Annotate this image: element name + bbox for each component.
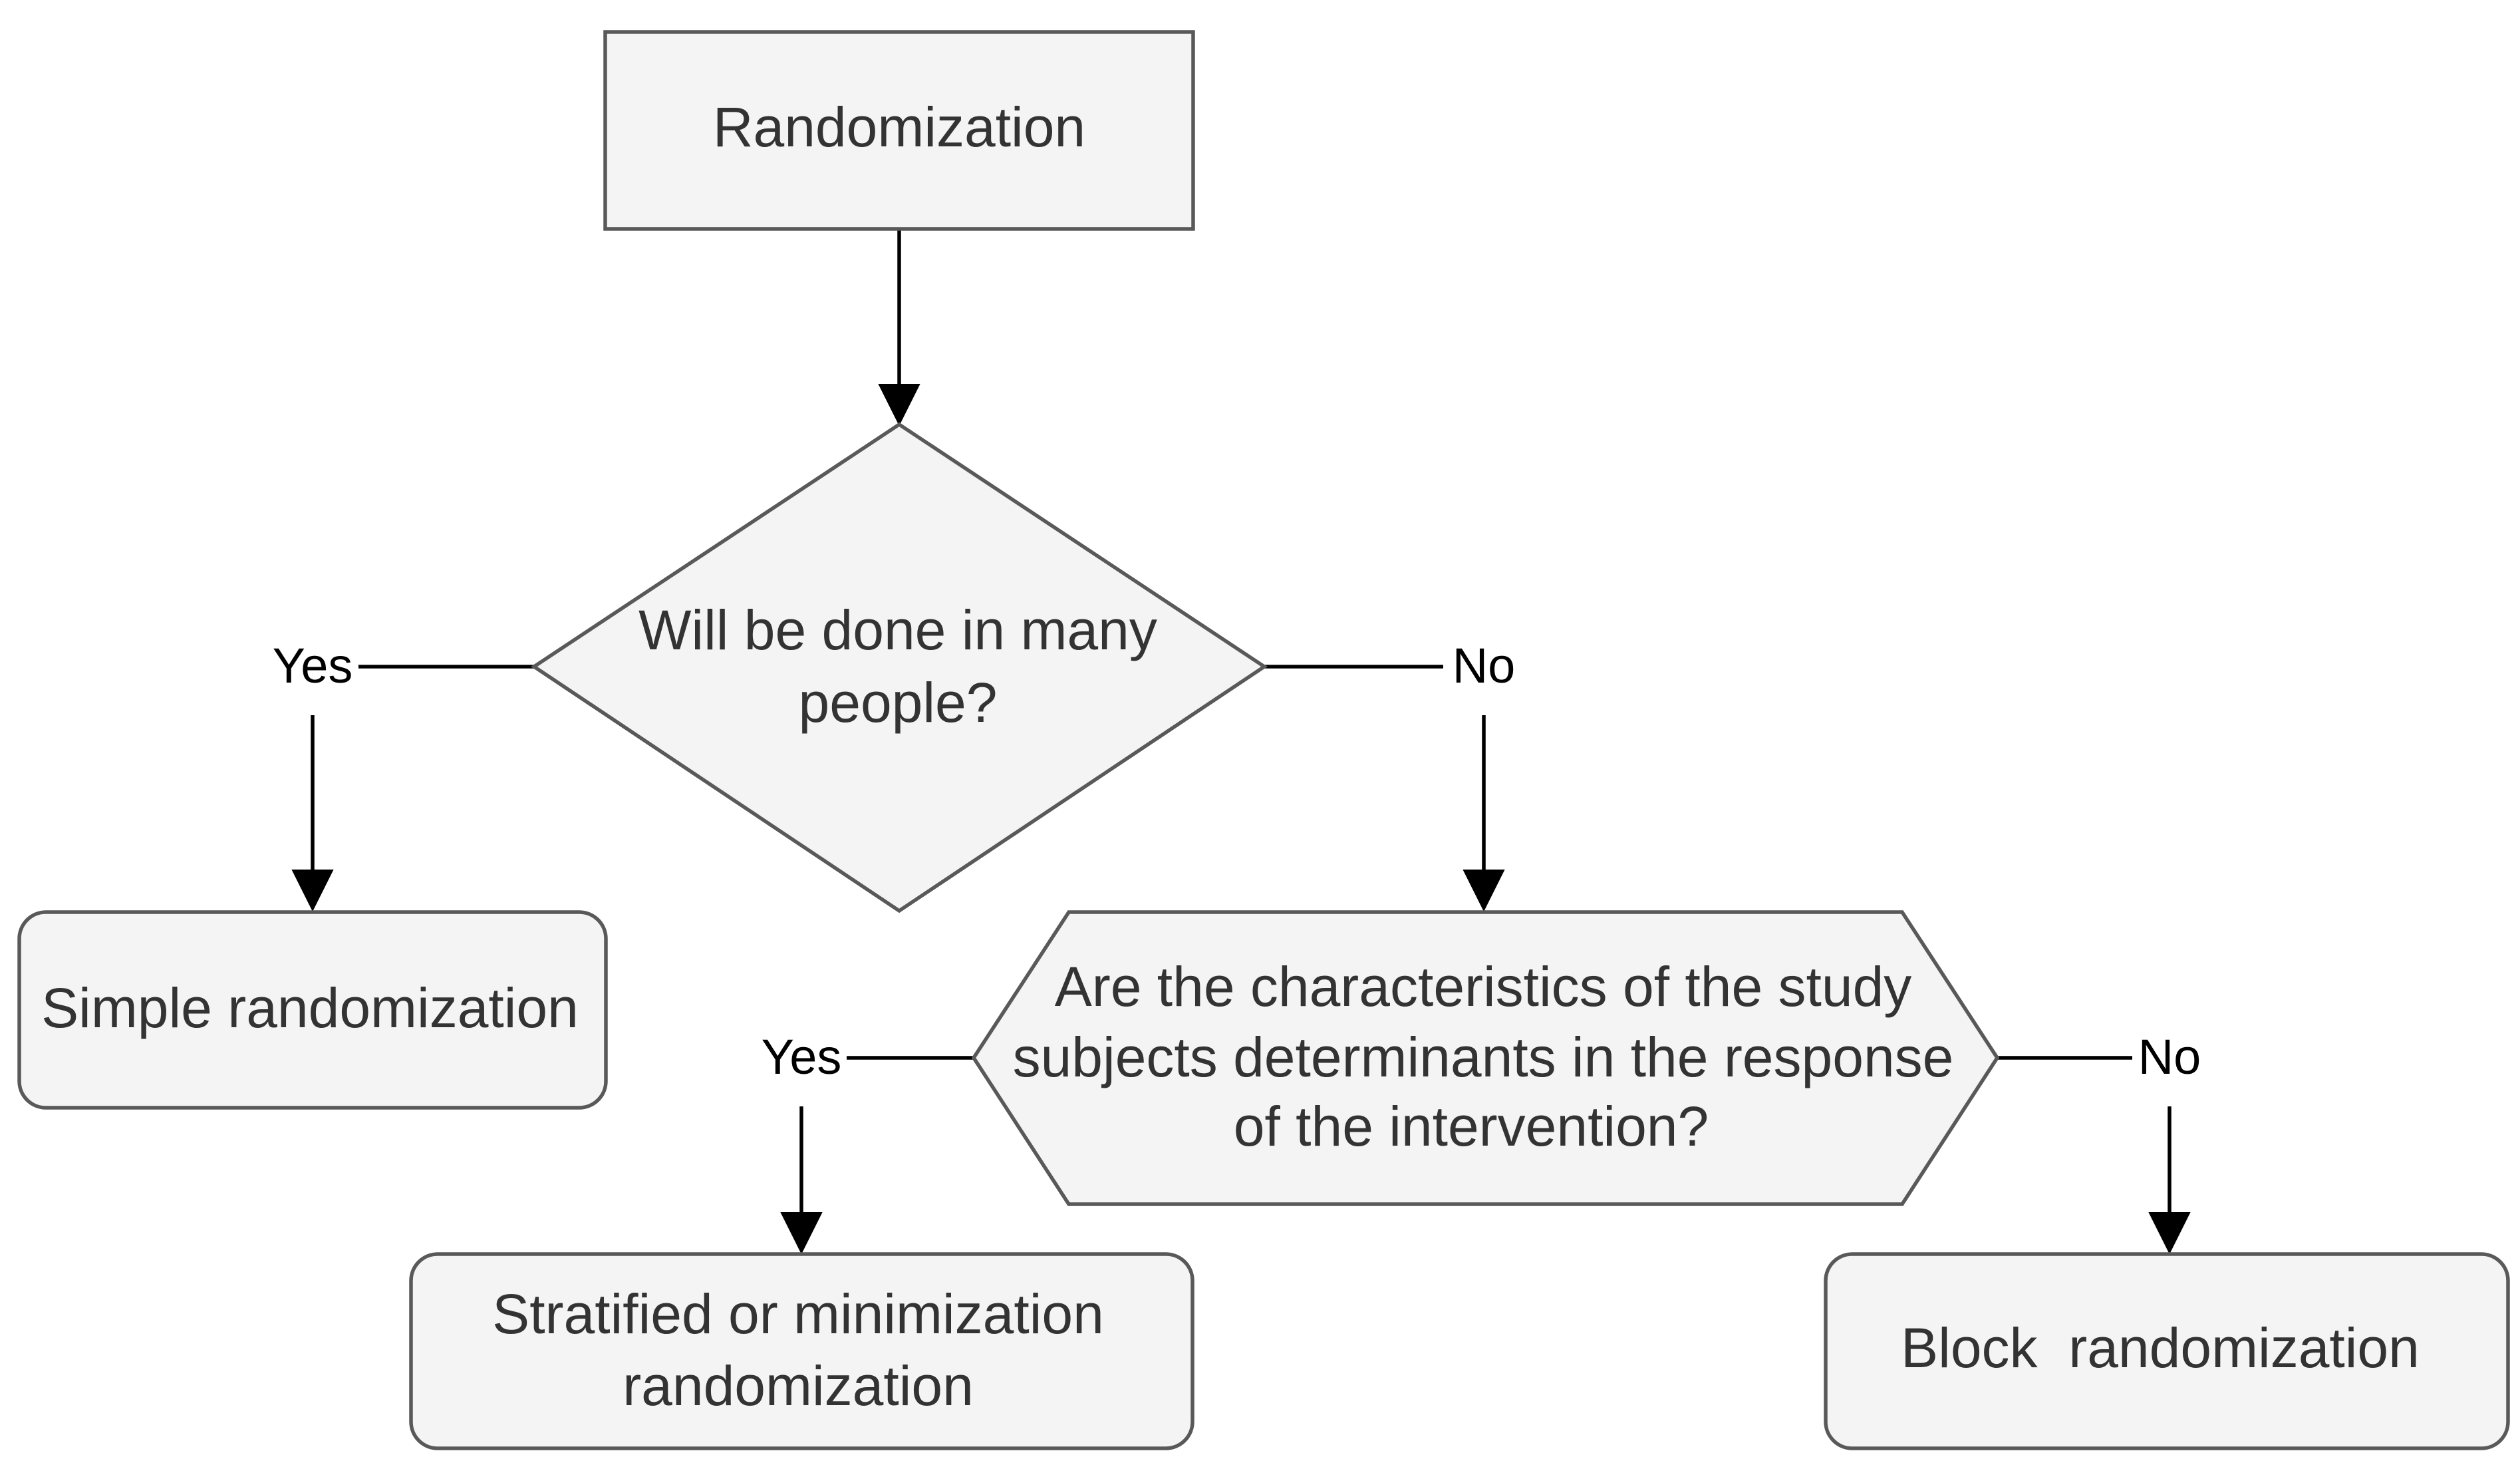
node-decision-characteristics-line-3: of the intervention? <box>1234 1095 1709 1158</box>
edge-label-many-no: No <box>1453 638 1516 693</box>
node-decision-characteristics: Are the characteristics of the study sub… <box>971 910 2000 1206</box>
node-decision-characteristics-line-1: Are the characteristics of the study <box>1055 955 1912 1018</box>
node-simple-randomization-shape <box>17 910 608 1110</box>
edge-label-char-no: No <box>2138 1029 2201 1084</box>
arrow-head-char-yes <box>780 1212 823 1255</box>
arrow-head-many-no <box>1463 870 1505 912</box>
node-decision-many-people-line-2: people? <box>799 671 998 734</box>
node-decision-many-people-line-1: Will be done in many <box>638 599 1157 661</box>
edge-label-many-yes: Yes <box>273 638 353 693</box>
node-simple-randomization-label: Simple randomization <box>41 977 579 1039</box>
node-block-randomization-label: Block randomization <box>1901 1317 2420 1379</box>
node-randomization-label: Randomization <box>713 96 1085 158</box>
node-block-randomization: Block randomization <box>1824 1252 2510 1450</box>
edge-label-char-yes: Yes <box>762 1029 842 1084</box>
node-decision-characteristics-shape <box>971 910 2000 1206</box>
arrow-head-start-to-decision <box>878 384 920 426</box>
arrow-head-many-yes <box>291 870 334 912</box>
node-simple-randomization: Simple randomization <box>17 910 608 1110</box>
node-block-randomization-shape <box>1824 1252 2510 1450</box>
node-stratified-randomization-shape <box>409 1252 1194 1450</box>
node-stratified-randomization-line-2: randomization <box>623 1355 974 1417</box>
arrow-head-char-no <box>2148 1212 2191 1255</box>
node-decision-many-people-shape <box>531 422 1268 913</box>
connectors <box>291 229 2191 1255</box>
node-decision-characteristics-line-2: subjects determinants in the response <box>1013 1026 1954 1088</box>
node-randomization-shape <box>603 30 1195 231</box>
node-decision-many-people: Will be done in many people? <box>531 422 1268 913</box>
node-randomization: Randomization <box>603 30 1195 231</box>
node-stratified-randomization: Stratified or minimization randomization <box>409 1252 1194 1450</box>
node-stratified-randomization-line-1: Stratified or minimization <box>492 1283 1104 1345</box>
edge-labels: Yes No Yes No <box>273 638 2201 1084</box>
